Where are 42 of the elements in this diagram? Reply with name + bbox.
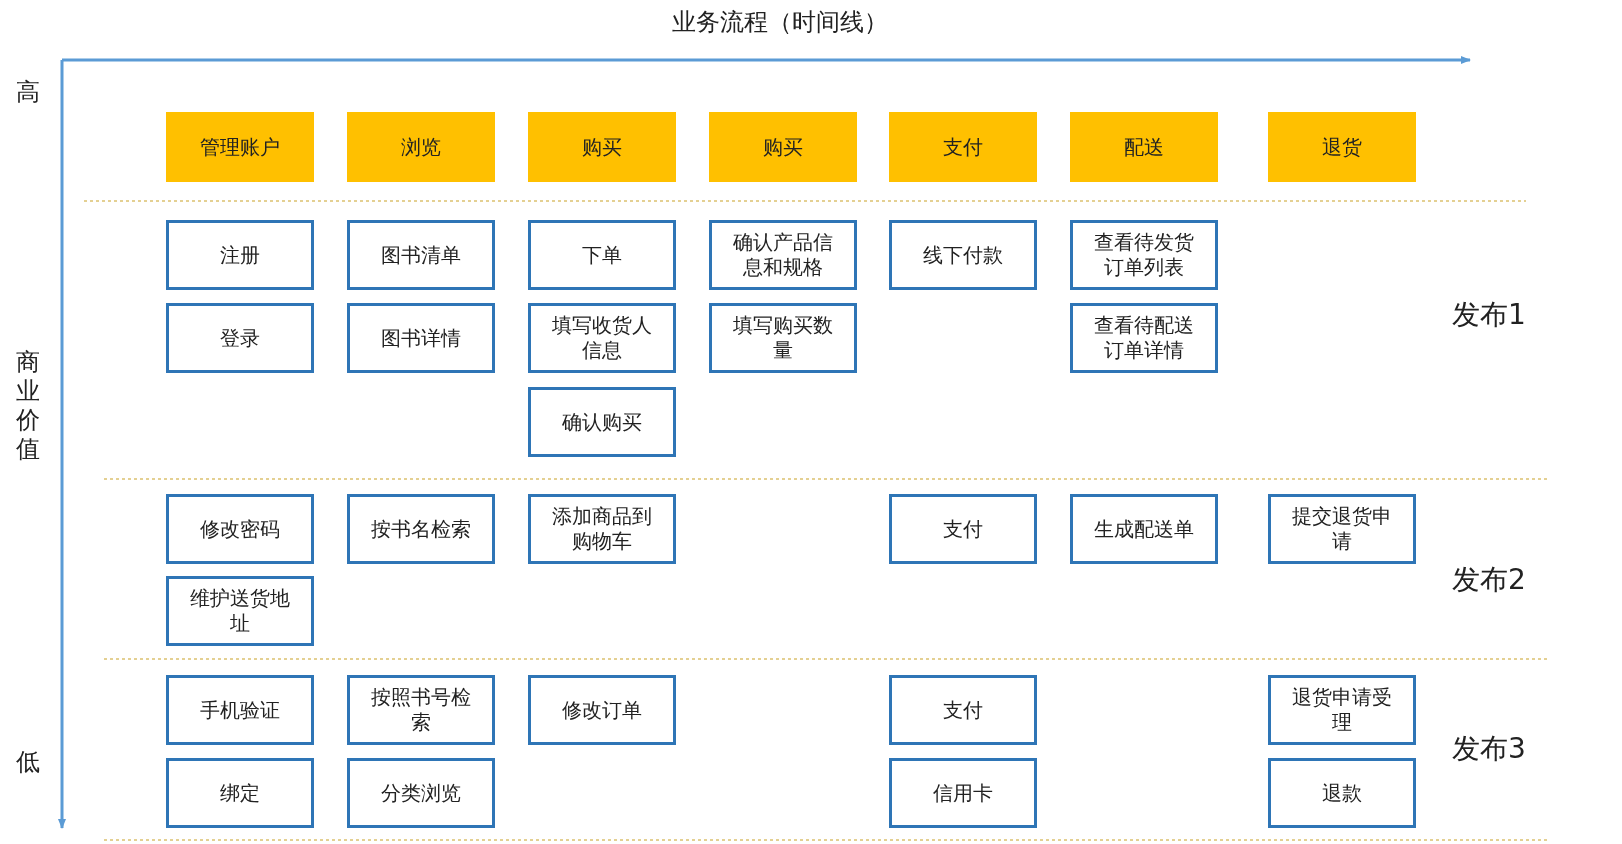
release-label: 发布3	[1452, 731, 1526, 767]
axis-label: 高	[16, 77, 40, 108]
story-box: 下单	[528, 220, 676, 290]
story-box: 退货申请受理	[1268, 675, 1416, 745]
axis-label: 低	[16, 747, 40, 778]
story-box: 提交退货申请	[1268, 494, 1416, 564]
activity-box: 支付	[889, 112, 1037, 182]
story-box: 手机验证	[166, 675, 314, 745]
story-box: 按书名检索	[347, 494, 495, 564]
activity-box: 购买	[709, 112, 857, 182]
story-box: 填写购买数量	[709, 303, 857, 373]
release-label: 发布1	[1452, 297, 1526, 333]
activity-box: 退货	[1268, 112, 1416, 182]
story-box: 添加商品到购物车	[528, 494, 676, 564]
story-box: 维护送货地址	[166, 576, 314, 646]
activity-box: 配送	[1070, 112, 1218, 182]
story-box: 确认购买	[528, 387, 676, 457]
story-box: 注册	[166, 220, 314, 290]
story-box: 修改订单	[528, 675, 676, 745]
story-box: 退款	[1268, 758, 1416, 828]
story-box: 按照书号检索	[347, 675, 495, 745]
story-box: 图书详情	[347, 303, 495, 373]
diagram-title: 业务流程（时间线）	[671, 7, 889, 38]
story-box: 登录	[166, 303, 314, 373]
story-box: 修改密码	[166, 494, 314, 564]
story-box: 确认产品信息和规格	[709, 220, 857, 290]
story-box: 查看待配送订单详情	[1070, 303, 1218, 373]
activity-box: 浏览	[347, 112, 495, 182]
activity-box: 管理账户	[166, 112, 314, 182]
story-box: 分类浏览	[347, 758, 495, 828]
release-label: 发布2	[1452, 562, 1526, 598]
story-box: 信用卡	[889, 758, 1037, 828]
axis-label: 商业价值	[16, 348, 41, 464]
story-box: 线下付款	[889, 220, 1037, 290]
story-box: 支付	[889, 675, 1037, 745]
story-box: 查看待发货订单列表	[1070, 220, 1218, 290]
story-box: 图书清单	[347, 220, 495, 290]
activity-box: 购买	[528, 112, 676, 182]
story-box: 绑定	[166, 758, 314, 828]
story-box: 生成配送单	[1070, 494, 1218, 564]
story-box: 填写收货人信息	[528, 303, 676, 373]
story-box: 支付	[889, 494, 1037, 564]
